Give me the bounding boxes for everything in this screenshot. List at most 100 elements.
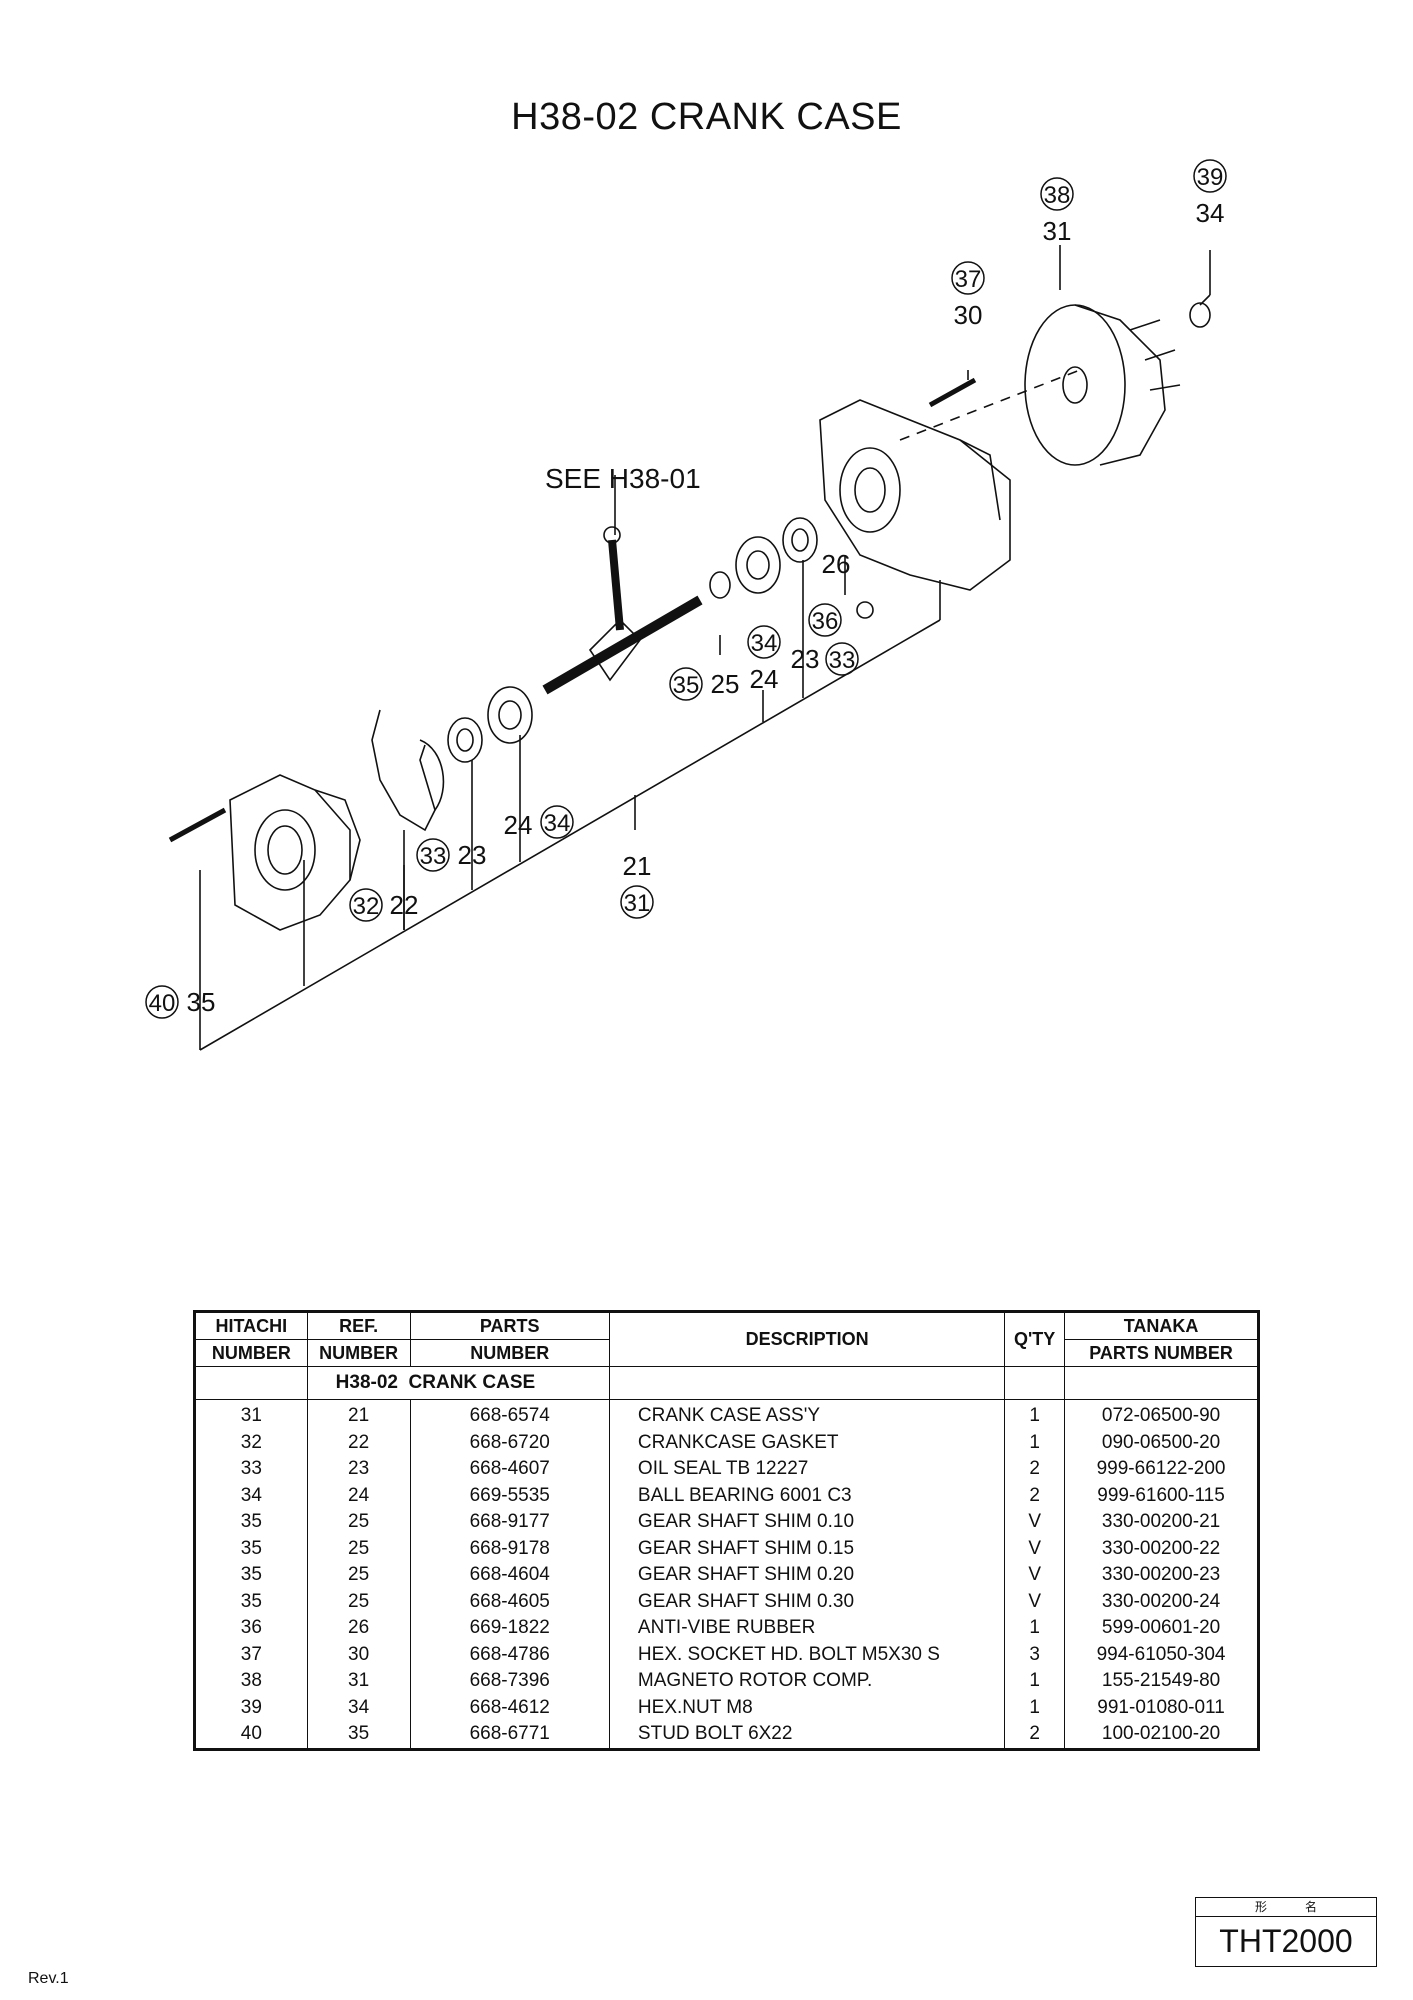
cell-tanaka-number: 100-02100-20 xyxy=(1064,1721,1259,1749)
callout-33-lower: 33 23 xyxy=(416,838,486,872)
callout-33-upper: 23 33 xyxy=(791,642,859,676)
model-box: 形 名 THT2000 xyxy=(1195,1897,1377,1967)
cell-description: GEAR SHAFT SHIM 0.15 xyxy=(608,1535,1006,1562)
cell-ref-number: 25 xyxy=(306,1562,411,1589)
cell-ref-number: 25 xyxy=(306,1535,411,1562)
cell-ref-number: 30 xyxy=(306,1641,411,1668)
page-title: H38-02 CRANK CASE xyxy=(511,96,902,138)
col-header-qty: Q'TY xyxy=(1004,1311,1066,1367)
revision-label: Rev.1 xyxy=(28,1970,69,1987)
cell-ref-number: 34 xyxy=(306,1694,411,1721)
col-header-tanaka-sub: PARTS NUMBER xyxy=(1064,1339,1259,1367)
col-header-ref: REF. xyxy=(306,1311,411,1340)
cell-ref-number: 35 xyxy=(306,1721,411,1749)
cell-qty: 1 xyxy=(1004,1399,1066,1430)
cell-hitachi-number: 35 xyxy=(194,1535,308,1562)
col-header-tanaka: TANAKA xyxy=(1064,1311,1259,1340)
cell-parts-number: 668-9178 xyxy=(409,1535,610,1562)
cell-hitachi-number: 33 xyxy=(194,1456,308,1483)
cell-qty: V xyxy=(1004,1562,1066,1589)
cell-tanaka-number: 599-00601-20 xyxy=(1064,1615,1259,1642)
cell-hitachi-number: 31 xyxy=(194,1399,308,1430)
cell-parts-number: 669-5535 xyxy=(409,1482,610,1509)
callout-37: 37 30 xyxy=(951,261,985,330)
cell-tanaka-number: 999-61600-115 xyxy=(1064,1482,1259,1509)
cell-tanaka-number: 330-00200-21 xyxy=(1064,1509,1259,1536)
svg-text:26: 26 xyxy=(822,549,851,579)
svg-text:34: 34 xyxy=(1196,198,1225,228)
callout-32: 32 22 xyxy=(349,888,419,922)
cell-hitachi-number: 32 xyxy=(194,1429,308,1456)
oil-seal-part xyxy=(782,517,818,563)
col-header-description: DESCRIPTION xyxy=(608,1311,1006,1367)
svg-text:38: 38 xyxy=(1044,182,1071,209)
cell-description: GEAR SHAFT SHIM 0.10 xyxy=(608,1509,1006,1536)
cell-tanaka-number: 072-06500-90 xyxy=(1064,1399,1259,1430)
svg-text:22: 22 xyxy=(390,890,419,920)
svg-text:32: 32 xyxy=(353,893,380,920)
cell-parts-number: 669-1822 xyxy=(409,1615,610,1642)
cell-hitachi-number: 38 xyxy=(194,1668,308,1695)
bearing-part xyxy=(735,536,781,594)
section-row: H38-02 CRANK CASE xyxy=(194,1366,1259,1400)
callout-34-lower: 24 34 xyxy=(504,805,574,840)
cell-description: GEAR SHAFT SHIM 0.20 xyxy=(608,1562,1006,1589)
table-header-row: NUMBER NUMBER NUMBER PARTS NUMBER xyxy=(194,1339,1259,1367)
col-header-hitachi-sub: NUMBER xyxy=(194,1339,308,1367)
cell-hitachi-number: 37 xyxy=(194,1641,308,1668)
magneto-rotor-part xyxy=(1024,304,1181,466)
cell-tanaka-number: 155-21549-80 xyxy=(1064,1668,1259,1695)
svg-text:30: 30 xyxy=(954,300,983,330)
cell-description: MAGNETO ROTOR COMP. xyxy=(608,1668,1006,1695)
cell-qty: 2 xyxy=(1004,1721,1066,1749)
cell-tanaka-number: 991-01080-011 xyxy=(1064,1694,1259,1721)
socket-bolt-part xyxy=(928,377,977,408)
cell-hitachi-number: 40 xyxy=(194,1721,308,1749)
svg-text:35: 35 xyxy=(673,672,700,699)
cell-parts-number: 668-7396 xyxy=(409,1668,610,1695)
exploded-diagram: SEE H38-01 38 31 39 34 37 30 26 36 34 24… xyxy=(145,159,1227,1051)
cell-parts-number: 668-6720 xyxy=(409,1429,610,1456)
svg-text:24: 24 xyxy=(504,810,533,840)
cell-ref-number: 25 xyxy=(306,1588,411,1615)
cell-qty: 1 xyxy=(1004,1694,1066,1721)
cell-parts-number: 668-4604 xyxy=(409,1562,610,1589)
svg-text:35: 35 xyxy=(187,987,216,1017)
svg-text:33: 33 xyxy=(829,647,856,674)
cell-qty: 2 xyxy=(1004,1482,1066,1509)
col-header-parts: PARTS xyxy=(409,1311,610,1340)
cell-hitachi-number: 34 xyxy=(194,1482,308,1509)
cell-ref-number: 26 xyxy=(306,1615,411,1642)
svg-text:24: 24 xyxy=(750,664,779,694)
cell-qty: V xyxy=(1004,1535,1066,1562)
callout-36: 26 36 xyxy=(808,549,851,637)
cell-qty: 2 xyxy=(1004,1456,1066,1483)
cell-parts-number: 668-4605 xyxy=(409,1588,610,1615)
callout-31: 21 31 xyxy=(620,851,654,919)
cell-ref-number: 25 xyxy=(306,1509,411,1536)
shim-part xyxy=(709,571,731,599)
svg-text:37: 37 xyxy=(955,266,982,293)
cell-qty: 1 xyxy=(1004,1668,1066,1695)
svg-text:39: 39 xyxy=(1197,164,1224,191)
cell-tanaka-number: 330-00200-23 xyxy=(1064,1562,1259,1589)
cell-tanaka-number: 994-61050-304 xyxy=(1064,1641,1259,1668)
cell-hitachi-number: 35 xyxy=(194,1562,308,1589)
rear-crankcase-part xyxy=(819,399,1011,619)
cell-parts-number: 668-6771 xyxy=(409,1721,610,1749)
parts-table: HITACHI REF. PARTS DESCRIPTION Q'TY TANA… xyxy=(193,1310,1260,1751)
model-label: 形 名 xyxy=(1196,1898,1376,1917)
cell-description: HEX. SOCKET HD. BOLT M5X30 S xyxy=(608,1641,1006,1668)
cell-tanaka-number: 999-66122-200 xyxy=(1064,1456,1259,1483)
cell-description: STUD BOLT 6X22 xyxy=(608,1721,1006,1749)
